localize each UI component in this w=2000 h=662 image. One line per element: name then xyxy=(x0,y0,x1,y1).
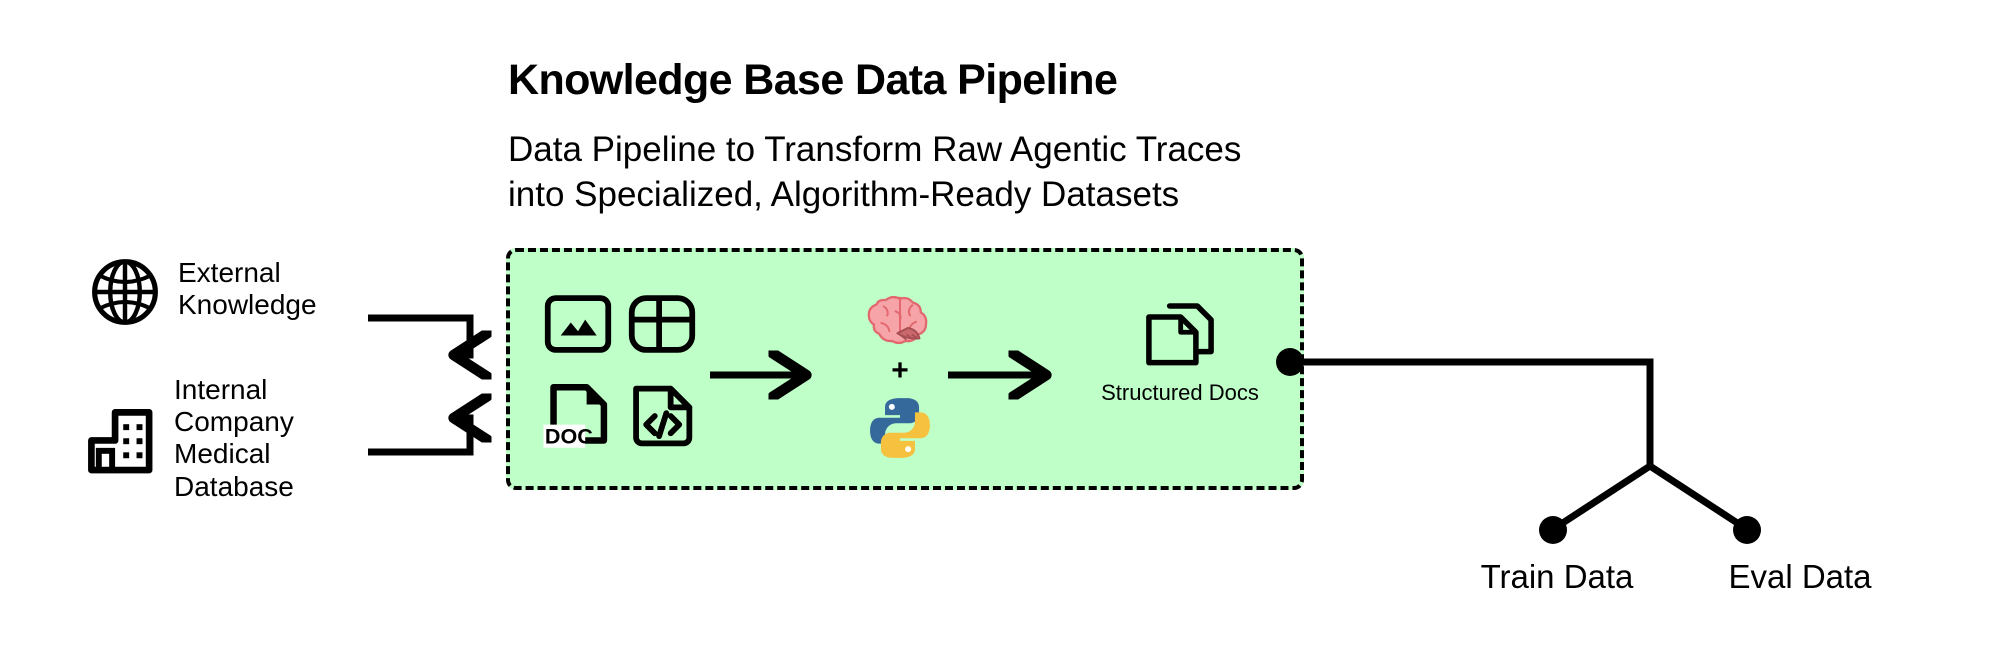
structured-docs-group[interactable]: Structured Docs xyxy=(1090,300,1270,406)
page-subtitle: Data Pipeline to Transform Raw Agentic T… xyxy=(508,128,1241,218)
input-format-icon-grid: DOC xyxy=(542,288,698,452)
source-label-line-2: Company xyxy=(174,406,294,438)
page-title: Knowledge Base Data Pipeline xyxy=(508,56,1118,104)
source-label-line-4: Database xyxy=(174,470,294,502)
transform-engine-group: + xyxy=(845,282,955,462)
source-label-line-2: Knowledge xyxy=(178,289,317,321)
arrow-external-to-pipeline xyxy=(368,314,470,355)
python-logo-icon[interactable] xyxy=(866,394,934,462)
office-building-icon xyxy=(88,409,153,474)
page-subtitle-line-1: Data Pipeline to Transform Raw Agentic T… xyxy=(508,130,1242,169)
plus-operator: + xyxy=(891,354,909,387)
code-file-icon[interactable] xyxy=(626,380,698,452)
page-subtitle-line-2: into Specialized, Algorithm-Ready Datase… xyxy=(508,174,1180,214)
output-label-eval-data[interactable]: Eval Data xyxy=(1728,558,1872,595)
doc-file-label: DOC xyxy=(545,423,593,448)
endpoint-dot-train-data xyxy=(1539,516,1567,544)
output-label-train-data[interactable]: Train Data xyxy=(1480,558,1634,595)
source-label-external-knowledge: External Knowledge xyxy=(178,255,317,321)
source-label-internal-medical-database: Internal Company Medical Database xyxy=(174,372,294,503)
table-grid-icon[interactable] xyxy=(626,288,698,360)
endpoint-dot-eval-data xyxy=(1733,516,1761,544)
doc-file-icon[interactable]: DOC xyxy=(542,380,614,452)
source-label-line-3: Medical xyxy=(174,438,271,470)
source-node-internal-medical-database[interactable]: Internal Company Medical Database xyxy=(84,372,294,503)
source-label-line-1: External xyxy=(178,257,281,288)
structured-documents-icon xyxy=(1146,303,1214,366)
globe-icon xyxy=(92,259,158,325)
source-label-line-1: Internal xyxy=(174,374,268,405)
image-file-icon[interactable] xyxy=(542,288,614,360)
source-node-external-knowledge[interactable]: External Knowledge xyxy=(88,255,317,329)
brain-icon[interactable] xyxy=(861,282,939,348)
connector-split-to-outputs xyxy=(1290,358,1747,531)
arrow-internal-to-pipeline xyxy=(368,418,470,456)
structured-docs-label: Structured Docs xyxy=(1101,380,1259,405)
